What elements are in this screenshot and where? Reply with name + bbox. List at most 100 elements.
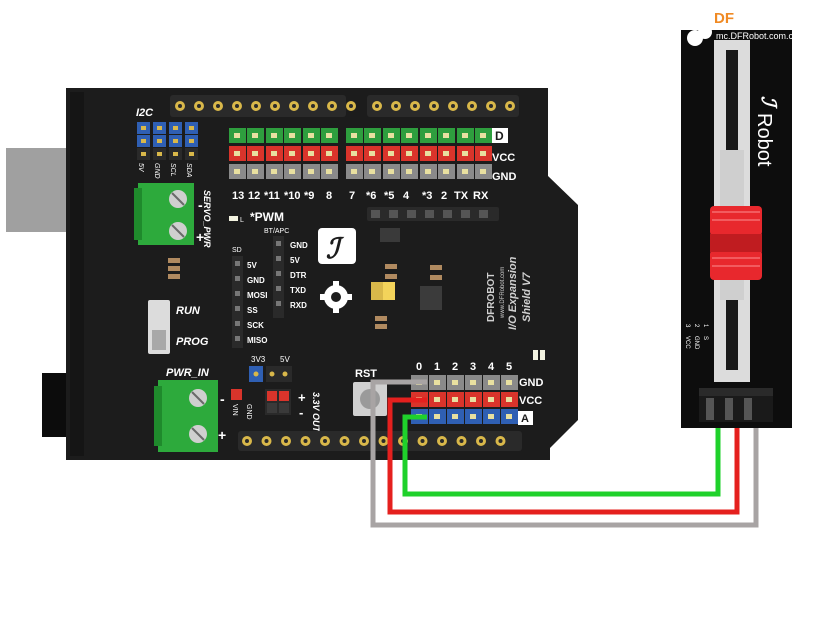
i2c-label: I2C [136, 107, 154, 119]
slider-pin-number: 3 [684, 324, 690, 328]
d-row-tag [492, 128, 508, 143]
digital-pin-number: *9 [304, 190, 314, 202]
wire-green [402, 414, 721, 497]
pwr-minus: - [220, 391, 225, 407]
analog-pin-number: 5 [506, 361, 512, 373]
slider-pin-label: VCC [684, 336, 690, 349]
out-label: 3.3V OUT [311, 392, 321, 434]
i2c-pin-label: SCL [169, 163, 176, 177]
shield-title-1: I/O Expansion [507, 256, 519, 330]
servo-minus: - [198, 197, 203, 213]
watermark-cloud-icon [687, 25, 712, 46]
header-hole [443, 210, 452, 218]
wire-red [387, 397, 740, 515]
header-hole [407, 210, 416, 218]
slider-brand: Robot [753, 113, 775, 167]
header-hole [389, 210, 398, 218]
digital-pin-number: TX [454, 190, 469, 202]
sd-header [232, 256, 243, 348]
smd-resistor [385, 264, 397, 269]
sd-pin-label: SS [247, 306, 258, 315]
slider-pin-number: 2 [693, 324, 699, 328]
servo-plus: + [196, 229, 204, 245]
gnd-small-label: GND [245, 404, 252, 420]
header-hole [425, 210, 434, 218]
sd-label: SD [232, 247, 242, 254]
digital-pin-number: *5 [384, 190, 394, 202]
led-indicator [229, 216, 238, 221]
smd-resistor [430, 265, 442, 270]
i2c-pin-label: SDA [185, 163, 192, 178]
dfrobot-logo-badge [318, 228, 356, 264]
analog-gnd-label: GND [519, 377, 544, 389]
vcc-row-label: VCC [492, 152, 515, 164]
chip-ic [380, 228, 400, 242]
analog-pin-number: 1 [434, 361, 440, 373]
sd-pin-label: SCK [247, 321, 264, 330]
digital-pin-number: *3 [422, 190, 432, 202]
i2c-pin-label: GND [153, 163, 160, 179]
smd-resistor [168, 266, 180, 271]
analog-pin-number: 4 [488, 361, 495, 373]
slider-pin-label: S [702, 336, 708, 340]
smd-resistor [375, 316, 387, 321]
sd-pin-label: 5V [247, 261, 257, 270]
header-hole [479, 210, 488, 218]
brand-website: www.DFRobot.com [500, 267, 506, 319]
shield-title-2: Shield V7 [521, 272, 533, 322]
bt-pin-label: RXD [290, 301, 307, 310]
watermark-site: mc.DFRobot.com.cn [716, 31, 799, 41]
smd-resistor [168, 258, 180, 263]
digital-pin-number: 12 [248, 190, 260, 202]
bt-pin-label: TXD [290, 286, 306, 295]
analog-vcc-label: VCC [519, 395, 542, 407]
analog-pin-number: 2 [452, 361, 458, 373]
wires [370, 379, 759, 528]
out-minus: - [299, 405, 303, 420]
prog-label: PROG [176, 336, 209, 348]
pwr-plus: + [218, 427, 226, 443]
brand-dfrobot: DFROBOT [486, 273, 497, 322]
slider-pin-label: GND [693, 336, 699, 350]
bt-pin-label: 5V [290, 256, 300, 265]
bt-pin-label: DTR [290, 271, 307, 280]
header-hole [461, 210, 470, 218]
rst-label: RST [355, 368, 377, 380]
transistor [420, 286, 442, 310]
pwm-note: *PWM [250, 210, 284, 224]
slider-knob[interactable] [710, 206, 762, 280]
d-row-label: D [495, 129, 504, 143]
bt-label: BT/APC [264, 228, 289, 235]
a-row-tag [518, 411, 533, 425]
smd-resistor [430, 275, 442, 280]
digital-pin-number: 2 [441, 190, 447, 202]
digital-pin-number: RX [473, 190, 489, 202]
smd-resistor [168, 274, 180, 279]
gnd-row-label: GND [492, 171, 517, 183]
sd-pin-label: MISO [247, 336, 267, 345]
digital-pin-number: *11 [264, 190, 280, 202]
top-header-right [367, 95, 519, 117]
servo-label: SERVO_PWR [202, 190, 212, 248]
v5-label: 5V [280, 355, 290, 364]
digital-pin-number: 7 [349, 190, 355, 202]
header-hole [371, 210, 380, 218]
run-label: RUN [176, 305, 201, 317]
wire-gray [370, 379, 759, 528]
gear-icon [320, 281, 352, 313]
sd-pin-label: MOSI [247, 291, 267, 300]
analog-pin-number: 3 [470, 361, 476, 373]
digital-pin-number: *10 [284, 190, 301, 202]
watermark-brand: DF [714, 10, 734, 27]
pwr-in-label: PWR_IN [166, 367, 210, 379]
slider-pin-number: 1 [702, 324, 708, 328]
vin-label: VIN [231, 404, 238, 416]
digital-pin-number: *6 [366, 190, 376, 202]
digital-pin-number: 4 [403, 190, 410, 202]
sd-pin-label: GND [247, 276, 265, 285]
i2c-pin-label: 5V [137, 163, 144, 173]
v33-label: 3V3 [251, 355, 266, 364]
led-label: L [240, 217, 244, 224]
bt-header [273, 236, 284, 318]
analog-pin-number: 0 [416, 361, 422, 373]
